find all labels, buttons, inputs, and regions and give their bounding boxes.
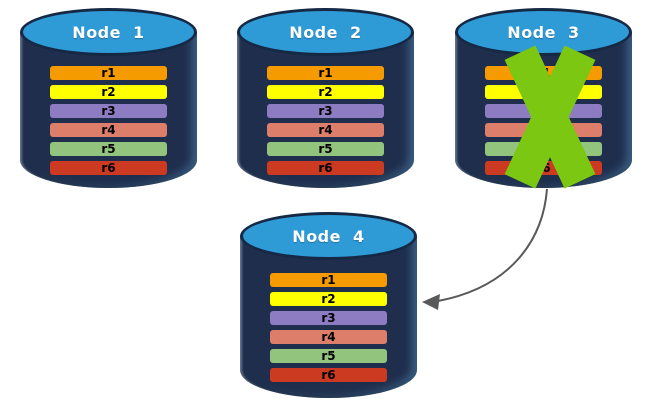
- row-r6: r6: [485, 161, 602, 175]
- row-r4: r4: [50, 123, 167, 137]
- row-r4: r4: [267, 123, 384, 137]
- node-rows: r1 r2 r3 r4 r5 r6: [270, 273, 387, 382]
- row-r1: r1: [267, 66, 384, 80]
- node-3: r1 r2 r3 r4 r5 r6 Node 3: [455, 8, 632, 189]
- cylinder-top: Node 3: [455, 8, 632, 56]
- node-rows: r1 r2 r3 r4 r5 r6: [50, 66, 167, 175]
- row-r3: r3: [270, 311, 387, 325]
- row-r1: r1: [270, 273, 387, 287]
- row-r4: r4: [485, 123, 602, 137]
- row-r2: r2: [267, 85, 384, 99]
- row-r4: r4: [270, 330, 387, 344]
- row-r6: r6: [267, 161, 384, 175]
- row-r6: r6: [50, 161, 167, 175]
- row-r3: r3: [485, 104, 602, 118]
- node-1: r1 r2 r3 r4 r5 r6 Node 1: [20, 8, 197, 188]
- node-2: r1 r2 r3 r4 r5 r6 Node 2: [237, 8, 414, 188]
- row-r5: r5: [485, 142, 602, 156]
- cylinder-top: Node 1: [20, 8, 197, 56]
- node-rows: r1 r2 r3 r4 r5 r6: [485, 66, 602, 175]
- row-r2: r2: [485, 85, 602, 99]
- node-label: Node 4: [292, 226, 365, 246]
- cylinder-top: Node 2: [237, 8, 414, 56]
- row-r5: r5: [50, 142, 167, 156]
- cylinder-top: Node 4: [240, 212, 417, 260]
- row-r3: r3: [50, 104, 167, 118]
- node-label: Node 1: [72, 22, 145, 42]
- node-rows: r1 r2 r3 r4 r5 r6: [267, 66, 384, 175]
- node-label: Node 3: [507, 22, 580, 42]
- row-r3: r3: [267, 104, 384, 118]
- row-r5: r5: [270, 349, 387, 363]
- row-r6: r6: [270, 368, 387, 382]
- node-label: Node 2: [289, 22, 362, 42]
- node-4: r1 r2 r3 r4 r5 r6 Node 4: [240, 212, 417, 398]
- row-r2: r2: [270, 292, 387, 306]
- row-r1: r1: [50, 66, 167, 80]
- row-r1: r1: [485, 66, 602, 80]
- row-r5: r5: [267, 142, 384, 156]
- row-r2: r2: [50, 85, 167, 99]
